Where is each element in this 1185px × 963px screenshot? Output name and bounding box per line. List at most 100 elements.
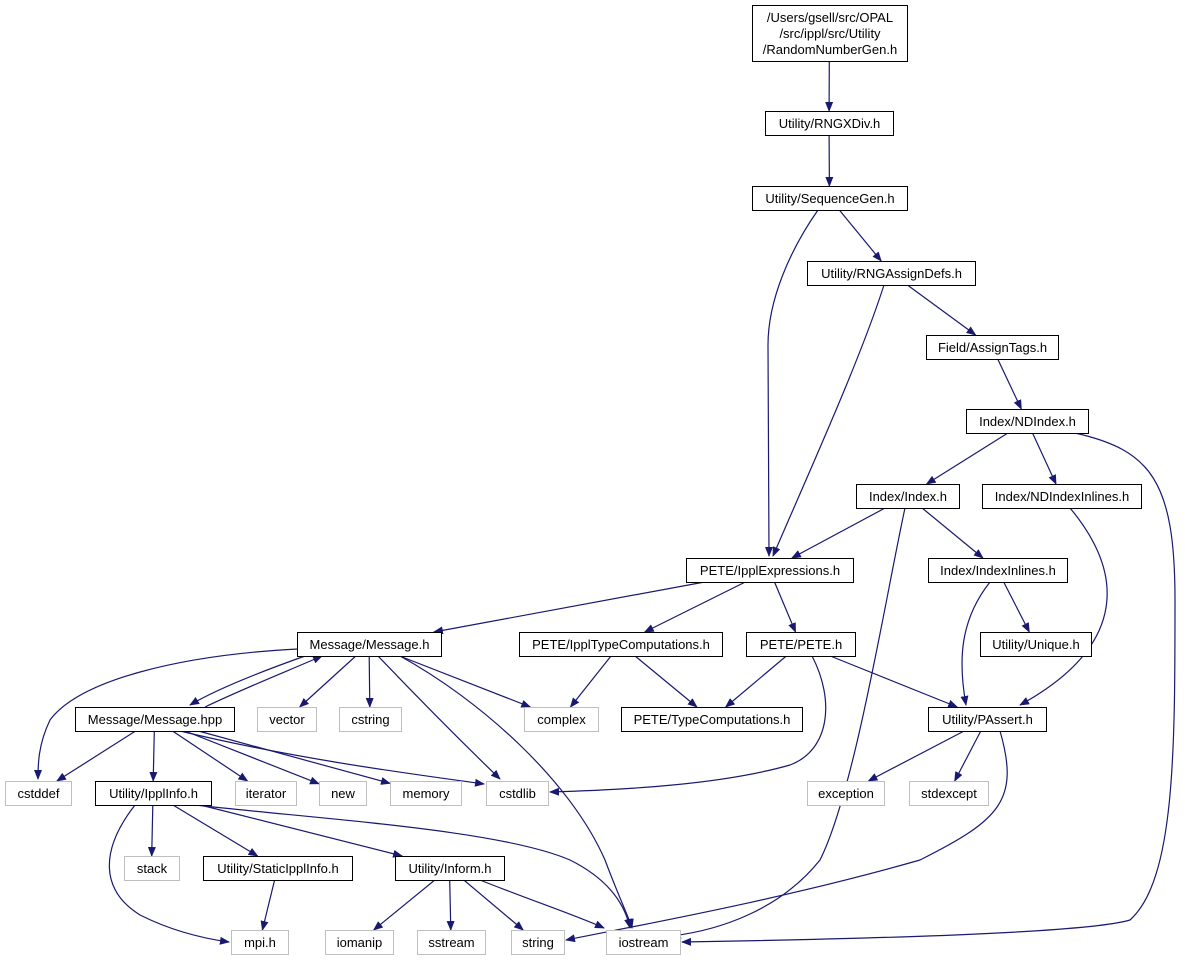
node-iomanip: iomanip bbox=[325, 930, 394, 955]
node-label: Utility/RNGAssignDefs.h bbox=[821, 266, 962, 281]
edge-inform-to-iomanip bbox=[372, 879, 436, 931]
node-iostream: iostream bbox=[606, 930, 681, 955]
node-box bbox=[621, 707, 803, 732]
edge-pete-to-cstdlib bbox=[549, 655, 827, 796]
node-index[interactable]: Index/Index.h bbox=[856, 484, 960, 509]
edge-message-to-cstddef bbox=[34, 648, 299, 780]
node-label: Utility/Inform.h bbox=[408, 861, 491, 876]
node-label: vector bbox=[269, 712, 305, 727]
edge-ipplexpr-to-ippltypecomp bbox=[643, 581, 746, 633]
node-root[interactable]: /Users/gsell/src/OPAL/src/ippl/src/Utili… bbox=[752, 5, 908, 62]
node-label: PETE/IpplTypeComputations.h bbox=[532, 637, 710, 652]
node-label: cstdlib bbox=[499, 786, 536, 801]
node-box bbox=[966, 409, 1089, 434]
node-label: PETE/IpplExpressions.h bbox=[700, 563, 840, 578]
node-label: /RandomNumberGen.h bbox=[763, 42, 897, 57]
node-staticippl[interactable]: Utility/StaticIpplInfo.h bbox=[203, 856, 353, 881]
node-rngxdiv[interactable]: Utility/RNGXDiv.h bbox=[765, 111, 894, 136]
node-box bbox=[5, 781, 72, 806]
node-ndindex[interactable]: Index/NDIndex.h bbox=[966, 409, 1089, 434]
edge-rngassign-to-assigntags bbox=[907, 284, 977, 336]
node-box bbox=[297, 632, 442, 657]
node-ipplexpr[interactable]: PETE/IpplExpressions.h bbox=[686, 558, 854, 583]
node-box bbox=[928, 707, 1047, 732]
node-message[interactable]: Message/Message.h bbox=[297, 632, 442, 657]
edge-messagehpp-to-cstdlib bbox=[179, 730, 485, 787]
node-box bbox=[524, 707, 599, 732]
node-label: iterator bbox=[246, 786, 287, 801]
edge-message-to-cstdlib bbox=[377, 655, 501, 780]
node-cstddef: cstddef bbox=[5, 781, 72, 806]
node-box bbox=[752, 5, 908, 62]
node-messagehpp[interactable]: Message/Message.hpp bbox=[75, 707, 235, 732]
node-label: new bbox=[331, 786, 355, 801]
node-inform[interactable]: Utility/Inform.h bbox=[395, 856, 505, 881]
edge-indexinline-to-unique bbox=[1003, 581, 1030, 633]
node-box bbox=[390, 781, 462, 806]
node-stdexcept: stdexcept bbox=[909, 781, 989, 806]
node-pete[interactable]: PETE/PETE.h bbox=[746, 632, 856, 657]
edges-layer bbox=[34, 60, 1176, 946]
node-typecomp[interactable]: PETE/TypeComputations.h bbox=[621, 707, 803, 732]
node-label: /src/ippl/src/Utility bbox=[779, 26, 881, 41]
node-label: PETE/TypeComputations.h bbox=[634, 712, 791, 727]
node-ippltypecomp[interactable]: PETE/IpplTypeComputations.h bbox=[519, 632, 723, 657]
node-box bbox=[519, 632, 723, 657]
node-label: cstring bbox=[351, 712, 389, 727]
node-label: exception bbox=[818, 786, 874, 801]
node-box bbox=[486, 781, 549, 806]
node-label: stack bbox=[137, 861, 168, 876]
node-seqgen[interactable]: Utility/SequenceGen.h bbox=[752, 186, 908, 211]
node-indexinline[interactable]: Index/IndexInlines.h bbox=[928, 558, 1068, 583]
node-box bbox=[203, 856, 353, 881]
node-passert[interactable]: Utility/PAssert.h bbox=[928, 707, 1047, 732]
edge-indexinline-to-passert bbox=[960, 581, 991, 706]
node-box bbox=[928, 558, 1068, 583]
node-box bbox=[319, 781, 367, 806]
node-label: Utility/PAssert.h bbox=[942, 712, 1033, 727]
edge-seqgen-to-ipplexpr bbox=[764, 209, 819, 557]
node-box bbox=[417, 930, 486, 955]
node-box bbox=[325, 930, 394, 955]
node-mpi: mpi.h bbox=[231, 930, 289, 955]
node-label: Index/Index.h bbox=[869, 489, 947, 504]
node-box bbox=[395, 856, 505, 881]
node-box bbox=[95, 781, 212, 806]
node-iterator: iterator bbox=[235, 781, 297, 806]
node-box bbox=[231, 930, 289, 955]
node-assigntags[interactable]: Field/AssignTags.h bbox=[926, 335, 1059, 360]
node-ipplinfo[interactable]: Utility/IpplInfo.h bbox=[95, 781, 212, 806]
edge-ndindex-to-iostream bbox=[681, 432, 1176, 946]
node-box bbox=[926, 335, 1059, 360]
edge-rngassign-to-ipplexpr bbox=[772, 284, 885, 557]
edge-passert-to-string bbox=[565, 730, 1008, 943]
nodes-layer: /Users/gsell/src/OPAL/src/ippl/src/Utili… bbox=[5, 5, 1142, 955]
node-ndinline[interactable]: Index/NDIndexInlines.h bbox=[982, 484, 1142, 509]
edge-assigntags-to-ndindex bbox=[997, 358, 1022, 410]
node-label: Index/NDIndex.h bbox=[979, 414, 1076, 429]
node-label: cstddef bbox=[18, 786, 60, 801]
edge-message-to-vector bbox=[298, 655, 357, 708]
node-box bbox=[686, 558, 854, 583]
edge-ipplexpr-to-pete bbox=[773, 581, 797, 633]
edge-index-to-indexinline bbox=[921, 507, 984, 559]
node-box bbox=[980, 632, 1092, 657]
edge-message-to-complex bbox=[399, 655, 532, 708]
node-label: string bbox=[522, 935, 554, 950]
edge-message-to-messagehpp bbox=[189, 655, 306, 706]
node-unique[interactable]: Utility/Unique.h bbox=[980, 632, 1092, 657]
node-label: /Users/gsell/src/OPAL bbox=[767, 10, 893, 25]
node-box bbox=[257, 707, 317, 732]
node-label: Message/Message.h bbox=[310, 637, 430, 652]
edge-ipplinfo-to-inform bbox=[200, 804, 404, 858]
node-complex: complex bbox=[524, 707, 599, 732]
node-box bbox=[606, 930, 681, 955]
node-box bbox=[511, 930, 565, 955]
node-rngassign[interactable]: Utility/RNGAssignDefs.h bbox=[807, 261, 976, 286]
node-exception: exception bbox=[807, 781, 885, 806]
edge-ipplinfo-to-mpi bbox=[108, 804, 230, 945]
edge-ippltypecomp-to-typecomp bbox=[634, 655, 698, 708]
node-box bbox=[807, 261, 976, 286]
edge-ndinline-to-passert bbox=[1019, 507, 1108, 706]
